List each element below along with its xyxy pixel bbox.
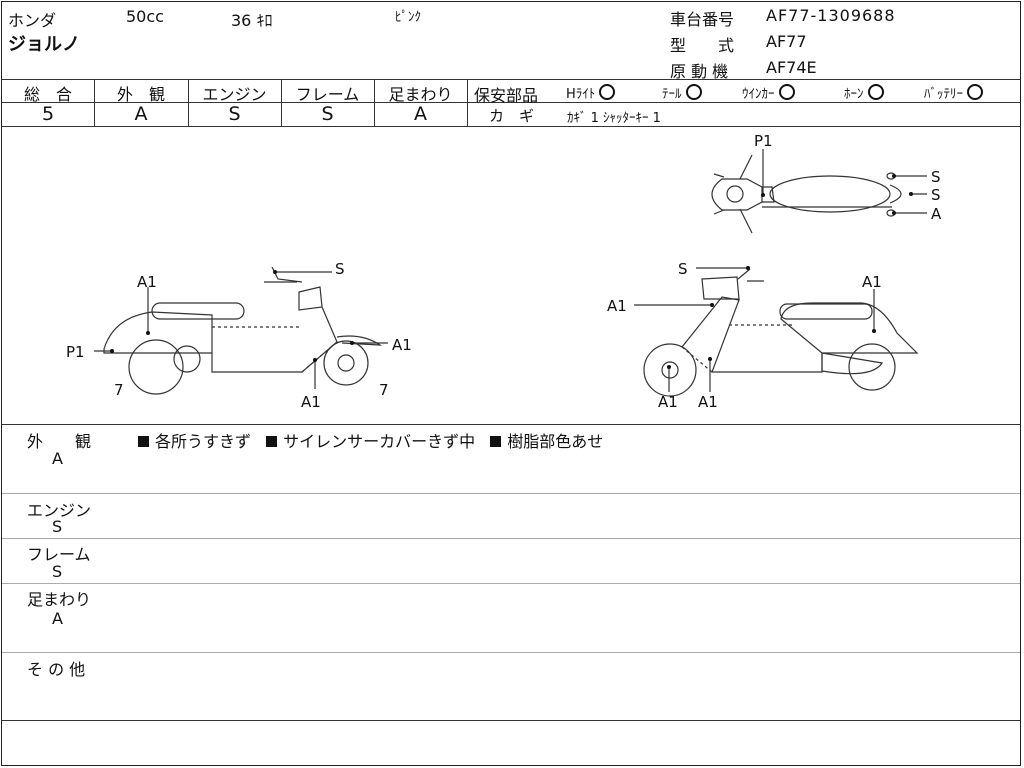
safety-item-tail: ﾃｰﾙ bbox=[662, 83, 702, 102]
ok-circle-icon bbox=[967, 84, 983, 100]
divider bbox=[467, 102, 1020, 103]
safety-item-headlight: Hﾗｲﾄ bbox=[566, 83, 616, 102]
maker: ホンダ bbox=[8, 11, 57, 30]
divider bbox=[2, 424, 1020, 425]
grade-value-frame: S bbox=[321, 103, 334, 125]
diagram-label: A1 bbox=[607, 297, 627, 315]
divider bbox=[2, 652, 1020, 653]
diagram-label: A1 bbox=[392, 336, 412, 354]
safety-item-horn: ﾎｰﾝ bbox=[844, 83, 884, 102]
diagram-label: 7 bbox=[379, 381, 389, 399]
diagram-label: A1 bbox=[137, 273, 157, 291]
section-title-exterior: 外 観 bbox=[27, 432, 92, 451]
divider bbox=[281, 79, 282, 126]
diagram-label: A1 bbox=[862, 273, 882, 291]
divider bbox=[2, 583, 1020, 584]
ok-circle-icon bbox=[599, 84, 616, 100]
frame-no-label: 車台番号 bbox=[670, 10, 735, 29]
grade-label-total: 総 合 bbox=[23, 85, 72, 104]
damage-diagram: P1 S S A S A1 P1 A1 7 7 A1 S A1 A1 A1 A1 bbox=[66, 132, 942, 411]
mileage: 36 ｷﾛ bbox=[231, 11, 273, 30]
grade-value-total: 5 bbox=[41, 103, 55, 125]
type-label: 型 式 bbox=[670, 36, 735, 55]
key-value: ｶｷﾞ 1 ｼｬｯﾀｰｷｰ 1 bbox=[567, 111, 661, 126]
divider bbox=[2, 720, 1020, 721]
engine-value: AF74E bbox=[766, 58, 817, 77]
diagram-label: S bbox=[931, 186, 941, 204]
divider bbox=[2, 126, 1020, 127]
grade-value-suspension: A bbox=[414, 103, 427, 125]
ok-circle-icon bbox=[778, 84, 795, 100]
diagram-label: A1 bbox=[301, 393, 321, 411]
diagram-label: S bbox=[678, 260, 688, 278]
engine-label: 原 動 機 bbox=[670, 62, 729, 81]
divider bbox=[94, 79, 95, 126]
section-title-engine: エンジン bbox=[27, 501, 92, 520]
bullet-square-icon bbox=[138, 436, 149, 447]
grade-value-engine: S bbox=[228, 103, 241, 125]
grade-label-frame: フレーム bbox=[295, 85, 360, 104]
section-grade-engine: S bbox=[52, 517, 63, 536]
displacement: 50cc bbox=[126, 7, 164, 26]
section-title-frame: フレーム bbox=[27, 545, 91, 564]
model-name: ジョルノ bbox=[8, 34, 80, 55]
diagram-label: S bbox=[335, 260, 345, 278]
scooter-left-view bbox=[103, 266, 383, 395]
frame-no: AF77-1309688 bbox=[766, 6, 896, 25]
divider bbox=[188, 79, 189, 126]
diagram-label: A1 bbox=[698, 393, 718, 411]
diagram-label: A bbox=[931, 205, 942, 223]
safety-item-battery: ﾊﾞｯﾃﾘｰ bbox=[924, 83, 983, 102]
safety-title: 保安部品 bbox=[474, 86, 539, 105]
type-value: AF77 bbox=[766, 32, 807, 51]
divider bbox=[374, 79, 375, 126]
diagram-label: P1 bbox=[754, 132, 773, 150]
color: ﾋﾟﾝｸ bbox=[395, 10, 421, 25]
section-title-other: そ の 他 bbox=[27, 660, 86, 679]
bullet-square-icon bbox=[266, 436, 278, 447]
ok-circle-icon bbox=[685, 84, 702, 100]
bullet-square-icon bbox=[490, 436, 502, 447]
key-label: カ ギ bbox=[489, 107, 535, 125]
leader-lines bbox=[94, 149, 927, 392]
section-title-suspension: 足まわり bbox=[27, 590, 92, 609]
grade-label-suspension: 足まわり bbox=[388, 85, 453, 104]
divider bbox=[2, 102, 467, 103]
diagram-label: S bbox=[931, 168, 941, 186]
section-grade-frame: S bbox=[52, 562, 63, 581]
note-item: 各所うすきず bbox=[155, 432, 252, 451]
grade-label-engine: エンジン bbox=[202, 85, 267, 104]
ok-circle-icon bbox=[867, 84, 884, 100]
section-notes-exterior: 各所うすきず サイレンサーカバーきず中 樹脂部色あせ bbox=[138, 428, 603, 452]
section-grade-suspension: A bbox=[52, 609, 63, 628]
divider bbox=[2, 493, 1020, 494]
scooter-right-view bbox=[643, 268, 919, 397]
grade-value-exterior: A bbox=[134, 103, 148, 125]
diagram-label: P1 bbox=[66, 343, 85, 361]
divider bbox=[2, 79, 1020, 80]
divider bbox=[2, 538, 1020, 539]
grade-label-exterior: 外 観 bbox=[116, 85, 165, 104]
scooter-top-view bbox=[711, 154, 902, 234]
divider bbox=[467, 79, 468, 126]
diagram-label: 7 bbox=[114, 381, 124, 399]
safety-item-winker: ｳｲﾝｶｰ bbox=[742, 83, 795, 102]
note-item: サイレンサーカバーきず中 bbox=[283, 432, 476, 451]
note-item: 樹脂部色あせ bbox=[507, 432, 604, 451]
section-grade-exterior: A bbox=[52, 449, 63, 468]
diagram-label: A1 bbox=[658, 393, 678, 411]
